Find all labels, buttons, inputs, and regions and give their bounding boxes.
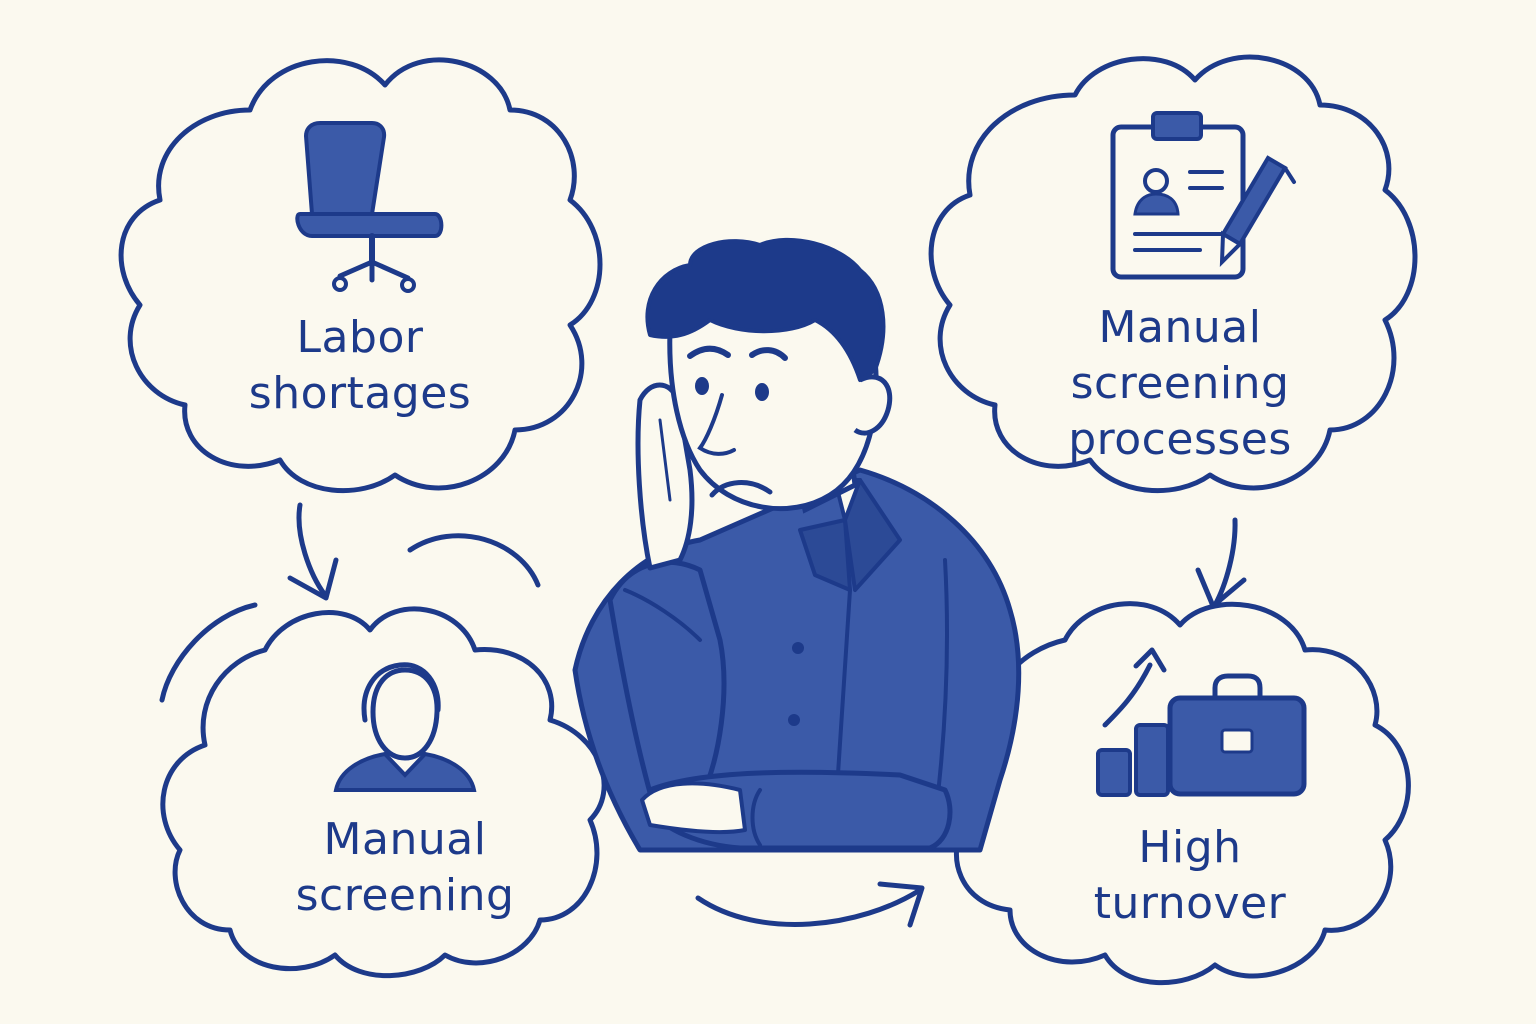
resume-clipboard-icon [1110, 111, 1296, 280]
arrow-manual-to-turnover [695, 881, 925, 928]
cloud-manual-screening [160, 606, 607, 979]
briefcase-icon [1096, 647, 1307, 797]
cloud-labor-shortages [118, 57, 603, 494]
arrow-labor-to-manual [287, 502, 339, 601]
label-line: Manual [1098, 302, 1262, 353]
label-manual-screening: Manual screening [215, 812, 595, 924]
label-line: Manual [323, 814, 487, 865]
label-line: High [1138, 822, 1242, 873]
person-icon [333, 662, 477, 792]
label-line: screening [295, 870, 515, 921]
office-chair-icon [295, 121, 444, 293]
label-line: shortages [248, 368, 472, 419]
pen-icon [1219, 155, 1296, 268]
worried-man-illustration [572, 237, 1022, 853]
arc-connector-left [159, 533, 541, 703]
label-manual-screening-processes: Manual screening processes [990, 300, 1370, 468]
label-labor-shortages: Labor shortages [170, 310, 550, 422]
label-line: screening [1070, 358, 1290, 409]
label-line: processes [1068, 414, 1292, 465]
label-line: Labor [296, 312, 424, 363]
arrow-processes-to-turnover [1195, 517, 1247, 609]
label-high-turnover: High turnover [1000, 820, 1380, 932]
label-line: turnover [1093, 878, 1287, 929]
